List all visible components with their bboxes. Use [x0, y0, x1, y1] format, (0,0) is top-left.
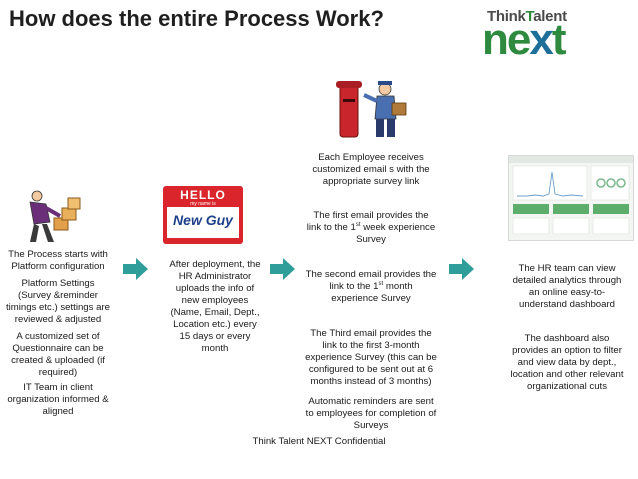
- footer-confidential: Think Talent NEXT Confidential: [252, 436, 386, 447]
- step1-settings: Platform Settings (Survey &reminder timi…: [6, 278, 110, 325]
- second-email-text-b: month experience Survey: [331, 281, 413, 304]
- first-email-sup: st: [355, 221, 361, 228]
- badge-hello-text: HELLO: [180, 188, 226, 202]
- logo-alent: alent: [533, 8, 567, 25]
- step3-first-email: The first email provides the link to the…: [305, 210, 437, 246]
- logo-t: T: [525, 8, 534, 25]
- logo-ne: ne: [482, 15, 531, 64]
- step4-analytics: The HR team can view detailed analytics …: [512, 263, 622, 310]
- first-email-text-b: week experience Survey: [356, 222, 436, 245]
- arrow-right-icon: [123, 258, 148, 280]
- dashboard-thumbnail: [508, 155, 634, 241]
- logo-next: next: [482, 15, 567, 64]
- logo-think: Think: [487, 8, 526, 25]
- step3-third-email: The Third email provides the link to the…: [305, 328, 437, 387]
- hello-badge: HELLO my name is New Guy: [163, 186, 243, 244]
- step1-questionnaire: A customized set of Questionnaire can be…: [11, 331, 105, 378]
- mailbox-mailman-icon: [336, 81, 407, 138]
- person-configuring-icon: [29, 190, 81, 242]
- second-email-text-a: The second email provides the link to th…: [305, 269, 437, 292]
- badge-name-text: New Guy: [173, 212, 233, 228]
- arrow-right-icon: [270, 258, 295, 280]
- step4-dashboard: The dashboard also provides an option to…: [510, 333, 624, 392]
- step1-intro: The Process starts with Platform configu…: [8, 249, 108, 272]
- step3-second-email: The second email provides the link to th…: [305, 269, 437, 305]
- step1-it-team: IT Team in client organization informed …: [7, 382, 109, 417]
- step2-text: After deployment, the HR Administrator u…: [169, 259, 261, 354]
- step3-reminders: Automatic reminders are sent to employee…: [305, 396, 437, 431]
- page-title: How does the entire Process Work?: [9, 6, 384, 31]
- logo-t-end: t: [551, 15, 567, 64]
- badge-card: New Guy: [167, 207, 239, 238]
- dashboard-graphic: [509, 156, 633, 235]
- first-email-text-a: The first email provides the link to the…: [306, 210, 429, 233]
- logo-top-text: ThinkTalent: [487, 8, 567, 25]
- second-email-sup: st: [378, 280, 384, 287]
- badge-sub-text: my name is: [190, 201, 216, 207]
- arrow-right-icon: [449, 258, 474, 280]
- step3-each-employee: Each Employee receives customized email …: [312, 152, 430, 187]
- logo-x: x: [529, 15, 554, 64]
